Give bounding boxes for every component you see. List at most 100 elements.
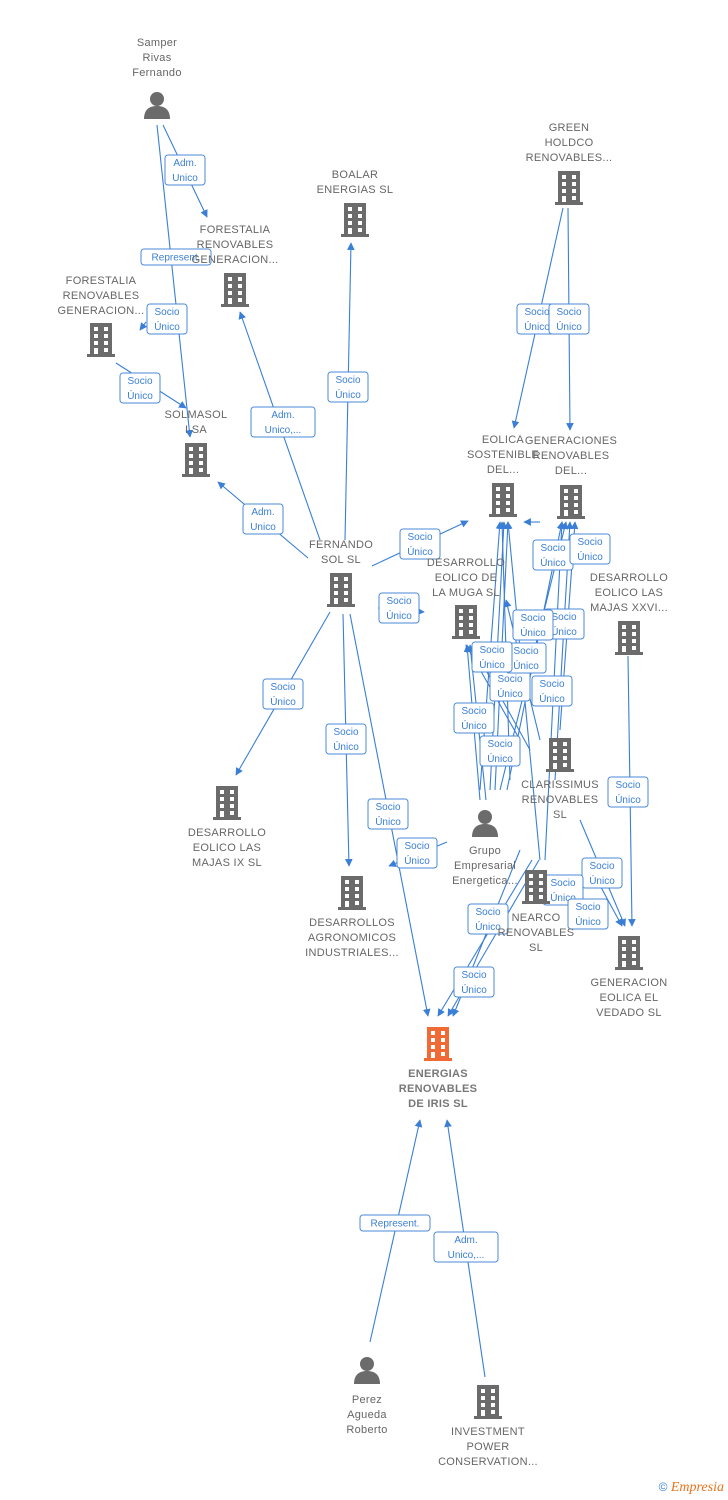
relation-text: Único bbox=[479, 658, 505, 671]
relation-box bbox=[146, 303, 188, 335]
node-label: NEARCO bbox=[512, 912, 561, 924]
node-label: DESARROLLOS bbox=[309, 917, 395, 929]
relation-text: Único bbox=[575, 915, 601, 928]
node-label: FORESTALIA bbox=[66, 275, 137, 287]
relation-label-6[interactable]: Adm.Unico bbox=[242, 503, 284, 535]
node-label: BOALAR bbox=[332, 169, 378, 181]
relation-label-1[interactable]: Represent. bbox=[140, 248, 212, 266]
node-eolica[interactable]: EOLICASOSTENIBLEDEL... bbox=[467, 434, 539, 517]
relation-text: Único bbox=[404, 854, 430, 867]
relation-label-32[interactable]: Adm.Unico,... bbox=[433, 1231, 499, 1263]
node-label: RENOVABLES... bbox=[526, 152, 613, 164]
relation-box bbox=[242, 503, 284, 535]
relation-text: Socio bbox=[550, 878, 575, 889]
node-forestalia2[interactable]: FORESTALIARENOVABLESGENERACION... bbox=[57, 275, 144, 357]
relation-text: Único bbox=[520, 626, 546, 639]
node-investment[interactable]: INVESTMENTPOWERCONSERVATION... bbox=[438, 1385, 538, 1468]
node-label: RENOVABLES bbox=[533, 450, 610, 462]
relation-text: Unico,... bbox=[448, 1250, 485, 1261]
relation-text: Socio bbox=[461, 706, 486, 717]
building-icon bbox=[424, 1027, 452, 1061]
building-icon bbox=[87, 323, 115, 357]
relation-box bbox=[119, 372, 161, 404]
relation-label-0[interactable]: Adm.Unico bbox=[164, 154, 206, 186]
relation-box bbox=[164, 154, 206, 186]
building-icon bbox=[182, 443, 210, 477]
building-icon bbox=[557, 485, 585, 519]
node-label: SOLMASOL bbox=[165, 409, 228, 421]
node-label: DEL... bbox=[487, 464, 519, 476]
node-green[interactable]: GREENHOLDCORENOVABLES... bbox=[526, 122, 613, 205]
node-label: DESARROLLO bbox=[188, 827, 266, 839]
building-icon bbox=[522, 870, 550, 904]
relation-text: Único bbox=[540, 556, 566, 569]
relation-box bbox=[548, 303, 590, 335]
relation-text: Socio bbox=[475, 907, 500, 918]
relation-box bbox=[567, 898, 609, 930]
relation-text: Único bbox=[615, 793, 641, 806]
relation-text: Socio bbox=[154, 307, 179, 318]
relation-text: Socio bbox=[520, 613, 545, 624]
relation-text: Único bbox=[539, 692, 565, 705]
node-forestalia1[interactable]: FORESTALIARENOVABLESGENERACION... bbox=[191, 224, 278, 307]
node-agronomicos[interactable]: DESARROLLOSAGRONOMICOSINDUSTRIALES... bbox=[305, 876, 399, 959]
empresia-logo[interactable]: Empresia bbox=[670, 1480, 724, 1495]
relation-text: Socio bbox=[551, 612, 576, 623]
node-label: EOLICO LAS bbox=[193, 842, 261, 854]
node-generaciones[interactable]: GENERACIONESRENOVABLESDEL... bbox=[525, 435, 617, 519]
relation-text: Adm. bbox=[173, 158, 196, 169]
building-icon bbox=[474, 1385, 502, 1419]
relation-label-4[interactable]: Adm.Unico,... bbox=[250, 406, 316, 438]
relation-text: Socio bbox=[461, 970, 486, 981]
relation-text: Socio bbox=[513, 646, 538, 657]
relation-text: Único bbox=[407, 545, 433, 558]
copyright-symbol: © bbox=[658, 1480, 668, 1494]
building-icon bbox=[327, 573, 355, 607]
node-label: HOLDCO bbox=[545, 137, 594, 149]
node-label: Roberto bbox=[346, 1424, 387, 1436]
relation-label-31[interactable]: Represent. bbox=[359, 1214, 431, 1232]
relation-text: Socio bbox=[577, 537, 602, 548]
node-grupo[interactable]: GrupoEmpresarialEnergetica... bbox=[452, 810, 518, 887]
relation-text: Único bbox=[333, 740, 359, 753]
